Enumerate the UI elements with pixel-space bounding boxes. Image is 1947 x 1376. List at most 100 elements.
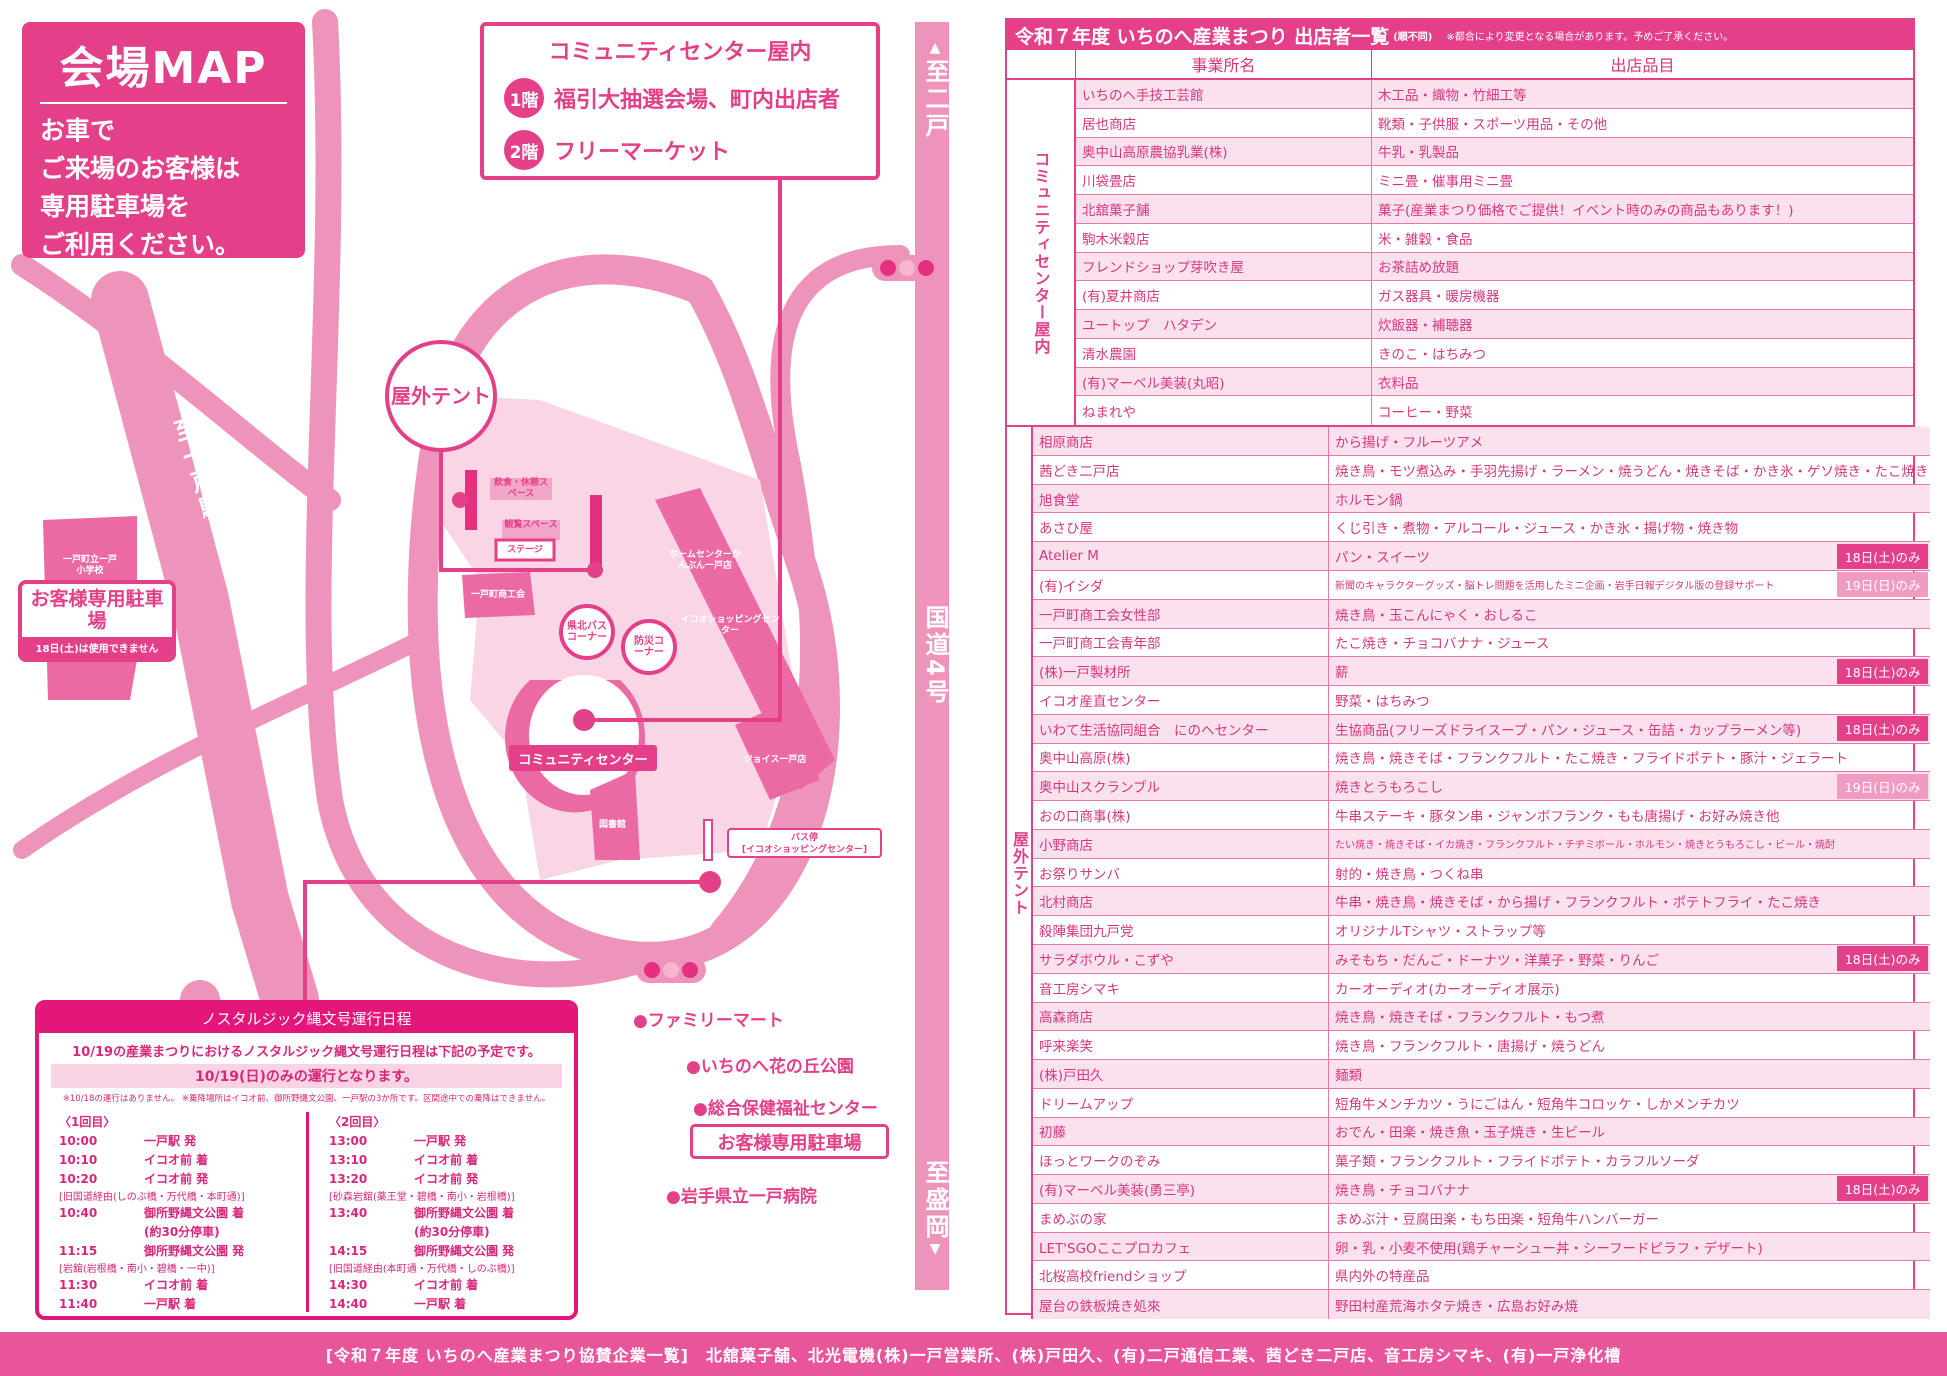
route-note: [岩舘(岩根橋・南小・碧橋・一中)] (59, 1264, 215, 1275)
schedule-row: (約30分停車) (59, 1222, 299, 1241)
table-row: 呼来楽笑焼き鳥・フランクフルト・唐揚げ・焼うどん (1033, 1031, 1931, 1061)
schedule-time: 10:20 (59, 1171, 98, 1186)
vendor-items-text: 短角牛メンチカツ・うにごはん・短角牛コロッケ・しかメンチカツ (1335, 1096, 1740, 1113)
run-label: 〈2回目〉 (329, 1115, 386, 1129)
schedule-place: イコオ前 発 (414, 1172, 479, 1186)
vendor-items-text: 炊飯器・補聴器 (1378, 318, 1473, 334)
schedule-place: (約30分停車) (144, 1225, 220, 1239)
table-row: ねまれやコーヒー・野菜 (1076, 396, 1913, 426)
vendor-items: お茶詰め放題 (1372, 253, 1913, 281)
table-row: (有)夏井商店ガス器具・暖房機器 (1076, 281, 1913, 311)
vendor-name: いちのへ手技工芸館 (1076, 80, 1372, 108)
table-header-row: 事業所名 出店品目 (1007, 50, 1913, 80)
table-row: 旭食堂ホルモン鍋 (1033, 484, 1931, 514)
route-4-road (915, 22, 949, 1290)
vendor-name: 北村商店 (1033, 887, 1329, 916)
table-row: 茜どき二戸店焼き鳥・モツ煮込み・手羽先揚げ・ラーメン・焼うどん・焼きそば・かき氷… (1033, 455, 1931, 485)
schedule-place: 一戸駅 発 (144, 1134, 197, 1148)
vendor-name: まめぶの家 (1033, 1203, 1329, 1232)
library-label: 図書館 (598, 820, 626, 830)
vendor-items: 卵・乳・小麦不使用(鶏チャーシュー丼・シーフードピラフ・デザート) (1329, 1233, 1930, 1261)
eating-space-label: 飲食・休憩スペース (493, 478, 548, 499)
schedule-time: 10:10 (59, 1152, 98, 1167)
schedule-place: 御所野縄文公園 着 (144, 1206, 245, 1220)
run-label: 〈1回目〉 (59, 1115, 116, 1129)
vendor-name: サラダボウル・こずや (1033, 944, 1329, 973)
schedule-place: (約30分停車) (414, 1225, 490, 1239)
vendor-items-text: 靴類・子供服・スポーツ用品・その他 (1378, 116, 1608, 133)
poi-welfare-center: ●総合保健福祉センター (693, 1099, 878, 1119)
table-row: (有)マーベル美装(丸昭)衣料品 (1076, 367, 1913, 397)
schedule-place: イコオ前 発 (144, 1172, 209, 1186)
vendor-items: 菓子類・フランクフルト・フライドポテト・カラフルソーダ (1329, 1146, 1930, 1174)
day-only-badge: 18日(土)のみ (1836, 543, 1929, 569)
day-only-badge: 18日(土)のみ (1836, 946, 1929, 972)
bus-stop-marker (699, 871, 721, 893)
bus-schedule-title: ノスタルジック縄文号運行日程 (39, 1004, 574, 1033)
vendor-items-text: 卵・乳・小麦不使用(鶏チャーシュー丼・シーフードピラフ・デザート) (1335, 1240, 1763, 1257)
parking-notice: お車で ご来場のお客様は 専用駐車場を ご利用ください。 (40, 112, 287, 264)
floor-badge: 2階 (504, 130, 544, 170)
table-title-bar: 令和７年度 いちのへ産業まつり 出店者一覧 (順不同) ※都合により変更となる場… (1007, 20, 1913, 50)
table-row: 北舘菓子舗菓子(産業まつり価格でご提供！イベント時のみの商品もあります！) (1076, 195, 1913, 224)
vendor-items-text: ミニ畳・催事用ミニ畳 (1378, 174, 1513, 191)
vendor-items: 靴類・子供服・スポーツ用品・その他 (1372, 109, 1913, 137)
road-label-south: 至盛岡▼ (921, 1160, 949, 1260)
vendor-group: 屋外テント相原商店から揚げ・フルーツアメ茜どき二戸店焼き鳥・モツ煮込み・手羽先揚… (1007, 427, 1931, 1319)
table-disclaimer: ※都合により変更となる場合があります。予めご了承ください。 (1446, 31, 1734, 43)
library-building (590, 770, 640, 860)
vendor-items: 焼き鳥・焼きそば・フランクフルト・もつ煮 (1329, 1003, 1930, 1031)
vendor-items: 焼き鳥・フランクフルト・唐揚げ・焼うどん (1329, 1031, 1930, 1059)
schedule-place: 御所野縄文公園 発 (144, 1244, 245, 1258)
bus-stop-sign (703, 819, 713, 861)
vendor-items-text: ガス器具・暖房機器 (1378, 289, 1500, 306)
vendor-items-text: 野田村産荒海ホタテ焼き・広島お好み焼 (1335, 1298, 1578, 1315)
table-row: ユートップ ハタデン炊飯器・補聴器 (1076, 310, 1913, 339)
day-only-badge: 18日(土)のみ (1836, 1176, 1929, 1202)
vendor-items: 焼き鳥・玉こんにゃく・おしるこ (1329, 600, 1930, 628)
schedule-time: 14:30 (329, 1277, 368, 1292)
joyce-building (735, 705, 820, 800)
vendor-items: 新聞のキャラクターグッズ・脳トレ問題を活用したミニ企画・岩手日報デジタル版の登録… (1329, 571, 1930, 599)
vendor-items: まめぶ汁・豆腐田楽・もち田楽・短角牛ハンバーガー (1329, 1204, 1930, 1232)
table-row: いわて生活協同組合 にのへセンター生協商品(フリーズドライスープ・パン・ジュース… (1033, 714, 1931, 744)
vendor-items: 野菜・はちみつ (1329, 686, 1930, 714)
route-note: [砂森岩舘(薬王堂・碧橋・南小・岩根橋)] (329, 1192, 515, 1203)
bus-stop-name: [イコオショッピングセンター] (741, 845, 868, 855)
vendor-name: ねまれや (1076, 396, 1372, 426)
vendor-items-text: コーヒー・野菜 (1378, 404, 1473, 421)
bus-schedule: ノスタルジック縄文号運行日程 10/19の産業まつりにおけるノスタルジック縄文号… (35, 1000, 578, 1320)
table-row: ほっとワークのぞみ菓子類・フランクフルト・フライドポテト・カラフルソーダ (1033, 1146, 1931, 1176)
table-row: 北村商店牛串・焼き鳥・焼きそば・から揚げ・フランクフルト・ポテトフライ・たこ焼き (1033, 887, 1931, 917)
run-divider (306, 1112, 309, 1312)
bus-intro: 10/19の産業まつりにおけるノスタルジック縄文号運行日程は下記の予定です。 (72, 1045, 541, 1060)
table-title: 令和７年度 いちのへ産業まつり 出店者一覧 (1015, 25, 1390, 48)
vendor-items-text: 焼き鳥・モツ煮込み・手羽先揚げ・ラーメン・焼うどん・焼きそば・かき氷・ゲソ焼き・… (1335, 463, 1929, 480)
vendor-name: あさひ屋 (1033, 513, 1329, 542)
chamber-building (462, 572, 535, 618)
notice-line: ご来場のお客様は (40, 154, 241, 183)
vendor-name: 居也商店 (1076, 108, 1372, 137)
vendor-items-text: 木工品・織物・竹細工等 (1378, 87, 1527, 104)
notice-line: お車で (40, 116, 116, 145)
schedule-place: 御所野縄文公園 発 (414, 1244, 515, 1258)
indoor-title: コミュニティセンター屋内 (548, 40, 812, 65)
vendor-name: (有)マーベル美装(勇三亭) (1033, 1175, 1329, 1203)
tent-marker (452, 492, 468, 508)
vendor-items: 炊飯器・補聴器 (1372, 310, 1913, 338)
road-west-curve (305, 9, 653, 988)
vendor-name: LET'SGOここプロカフェ (1033, 1232, 1329, 1261)
vendor-name: 殺陣集団九戸党 (1033, 916, 1329, 944)
vendor-name: 川袋畳店 (1076, 166, 1372, 195)
notice-line: ご利用ください。 (40, 230, 241, 259)
schedule-time: 13:00 (329, 1133, 368, 1148)
vendor-group: コミュニティセンター屋内いちのへ手技工芸館木工品・織物・竹細工等居也商店靴類・子… (1007, 80, 1913, 428)
schedule-row: 10:20 イコオ前 発 (59, 1169, 299, 1188)
notice-line: 専用駐車場を (40, 192, 191, 221)
vendor-items-text: くじ引き・煮物・アルコール・ジュース・かき氷・揚げ物・焼き物 (1335, 521, 1739, 538)
table-row: イコオ産直センター野菜・はちみつ (1033, 686, 1931, 715)
